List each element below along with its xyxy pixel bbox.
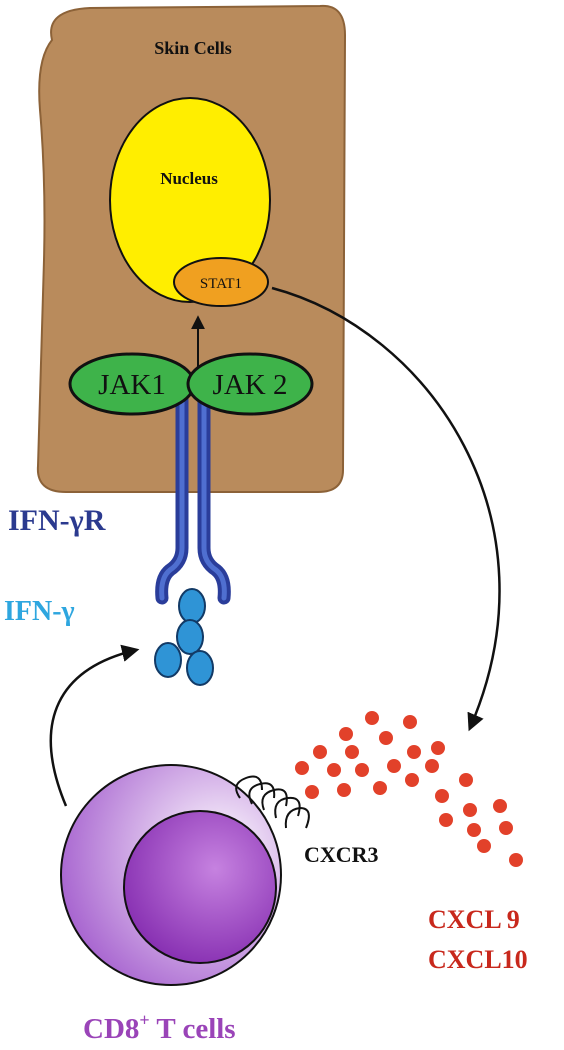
cd8-t-cells-label: CD8+ T cells — [83, 1010, 236, 1045]
chemokine-dot — [405, 773, 419, 787]
cxcr3-receptor — [235, 775, 310, 829]
jak2-kinase — [186, 352, 314, 416]
chemokine-dot — [493, 799, 507, 813]
chemokine-dot — [355, 763, 369, 777]
ifn-gamma-r-label: IFN-γR — [8, 504, 106, 537]
chemokine-dot — [435, 789, 449, 803]
cxcr3-label: CXCR3 — [304, 842, 379, 867]
chemokine-dot — [337, 783, 351, 797]
cxcl10-label: CXCL10 — [428, 945, 528, 974]
jak1-label: JAK1 — [98, 369, 166, 401]
chemokine-dot — [327, 763, 341, 777]
cd8-label-main: CD8 — [83, 1013, 139, 1045]
chemokine-dot — [305, 785, 319, 799]
ifn-gamma-receptor — [155, 393, 231, 605]
chemokine-dot — [439, 813, 453, 827]
cxcl9-label: CXCL 9 — [428, 905, 520, 934]
chemokine-dot — [425, 759, 439, 773]
chemokine-dots — [295, 711, 523, 867]
ifn-gamma-label: IFN-γ — [4, 596, 75, 627]
cd8-label-sup: + — [139, 1010, 149, 1030]
cd8-to-ifn-gamma-arrow — [49, 644, 140, 807]
chemokine-dot — [373, 781, 387, 795]
chemokine-dot — [313, 745, 327, 759]
stat1-to-chemokines-arrow — [271, 286, 501, 732]
chemokine-dot — [467, 823, 481, 837]
chemokine-dot — [431, 741, 445, 755]
chemokine-dot — [463, 803, 477, 817]
skin-cells-label: Skin Cells — [154, 38, 232, 58]
ifn-gamma-molecules — [154, 588, 214, 686]
chemokine-dot — [499, 821, 513, 835]
nucleus — [109, 97, 271, 303]
chemokine-dot — [407, 745, 421, 759]
chemokine-dot — [387, 759, 401, 773]
chemokine-dot — [339, 727, 353, 741]
chemokine-dot — [295, 761, 309, 775]
cd8-t-cell-nucleus — [123, 810, 277, 964]
chemokine-dot — [459, 773, 473, 787]
chemokine-dot — [379, 731, 393, 745]
nucleus-label: Nucleus — [160, 169, 218, 188]
cd8-label-rest: T cells — [150, 1013, 236, 1045]
stat1-protein — [173, 257, 269, 307]
stat1-label: STAT1 — [200, 276, 242, 292]
chemokine-dot — [477, 839, 491, 853]
chemokine-dot — [365, 711, 379, 725]
chemokine-dot — [403, 715, 417, 729]
chemokine-dot — [345, 745, 359, 759]
jak2-label: JAK 2 — [213, 369, 288, 401]
chemokine-dot — [509, 853, 523, 867]
